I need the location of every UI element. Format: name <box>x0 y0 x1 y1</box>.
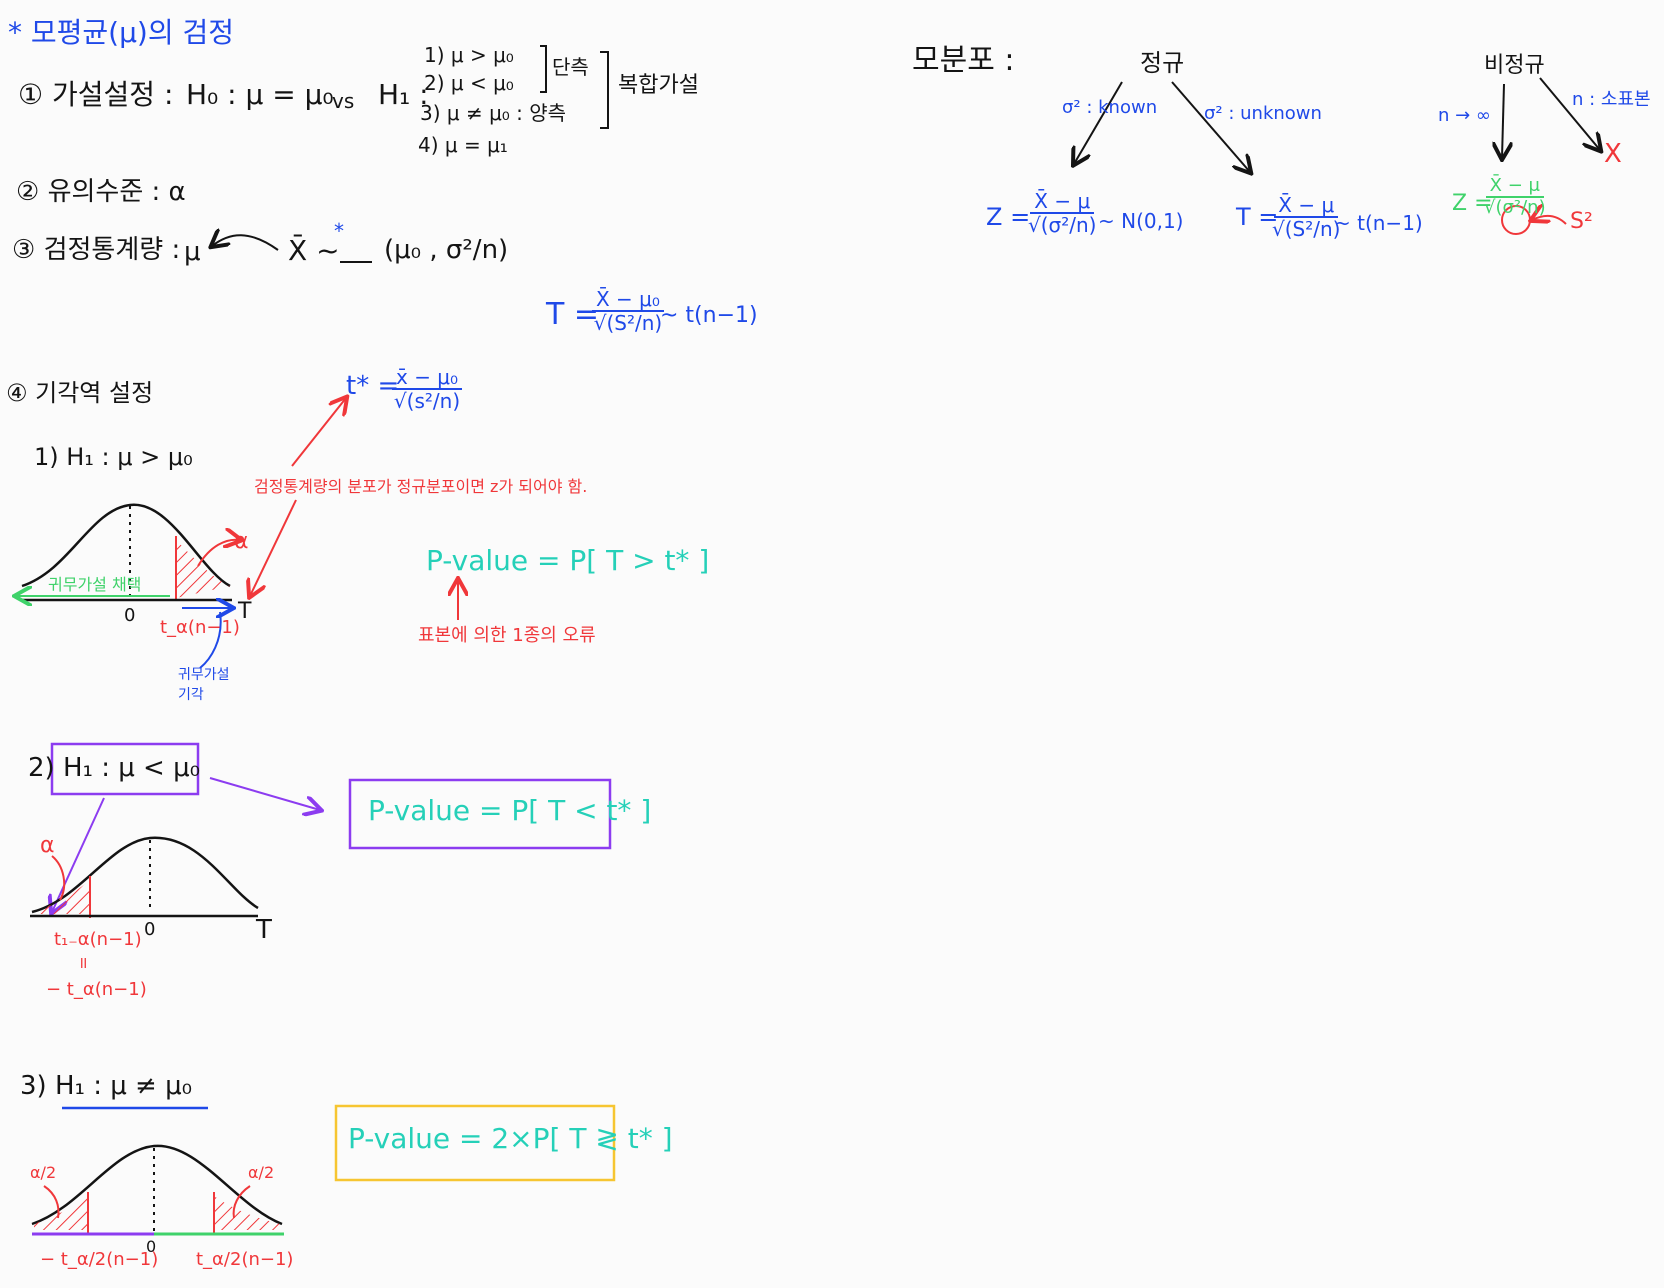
step1-label: ① 가설설정 : <box>18 78 174 111</box>
t-formula-dist: ~ t(n−1) <box>1334 211 1423 235</box>
case3-zero: 0 <box>146 1237 157 1256</box>
z-formula-fraction: X̄ − μ√(σ²/n) <box>1028 190 1096 236</box>
case2-label-box <box>50 742 200 796</box>
t-stat-dist: ~ t(n−1) <box>660 303 758 328</box>
tstar-denominator: √(s²/n) <box>393 389 461 413</box>
case2-label: 2) H₁ : μ < μ₀ <box>28 753 201 783</box>
population-label: 모분포 : <box>912 43 1015 78</box>
not-applicable-mark: X <box>1604 139 1622 169</box>
case2-zero: 0 <box>144 919 156 940</box>
t-formula-fraction: X̄ − μ√(S²/n) <box>1272 194 1340 240</box>
case3-pvalue: P-value = 2×P[ T ≷ t* ] <box>348 1122 673 1155</box>
one-sided-bracket <box>540 45 547 93</box>
case3-alpha-right: α/2 <box>248 1163 275 1182</box>
t-stat-denominator: √(S²/n) <box>593 311 663 335</box>
sigma-unknown-label: σ² : unknown <box>1204 103 1322 124</box>
composite-bracket <box>600 51 609 129</box>
h1-option-1: 1) μ > μ₀ <box>424 43 514 67</box>
small-sample-label: n : 소표본 <box>1572 89 1651 110</box>
t-stat-fraction: X̄ − μ₀√(S²/n) <box>592 288 664 334</box>
case1-accept-region: 귀무가설 채택 <box>48 575 142 594</box>
z-large-sample-numerator: X̄ − μ <box>1485 176 1544 198</box>
h1-option-3: 3) μ ≠ μ₀ : 양측 <box>420 101 567 125</box>
type1-error-note: 표본에 의한 1종의 오류 <box>418 625 596 646</box>
h1-option-2: 2) μ < μ₀ <box>424 71 514 95</box>
sample-variance-label: S² <box>1570 209 1593 234</box>
case3-curve <box>31 1144 284 1236</box>
case2-pvalue-box <box>348 778 612 850</box>
case1-zero: 0 <box>124 605 136 626</box>
tstar-numerator: x̄ − μ₀ <box>392 366 463 390</box>
case1-axis-label: T <box>238 599 252 624</box>
tstar-fraction: x̄ − μ₀√(s²/n) <box>392 366 463 413</box>
case3-critical-left: − t_α/2(n−1) <box>40 1249 159 1270</box>
case3-alpha-left: α/2 <box>30 1163 57 1182</box>
case2-critical-value-neg: − t_α(n−1) <box>46 979 147 1000</box>
case1-pvalue: P-value = P[ T > t* ] <box>426 544 710 577</box>
mu-symbol: μ <box>184 237 201 267</box>
t-formula-lhs: T = <box>1236 203 1279 231</box>
t-formula-denominator: √(S²/n) <box>1272 217 1341 241</box>
t-formula-numerator: X̄ − μ <box>1274 194 1339 218</box>
case2-alpha: α <box>40 833 55 858</box>
null-hypothesis: H₀ : μ = μ₀ <box>186 78 334 111</box>
case2-axis-label: T <box>256 915 272 945</box>
alt-hypothesis-prefix: H₁ : <box>378 78 429 111</box>
z-large-sample-fraction: X̄ − μ√(σ²/n) <box>1484 176 1546 218</box>
z-formula-lhs: Z = <box>986 203 1031 231</box>
normal-branch: 정규 <box>1140 49 1185 77</box>
step3-label: ③ 검정통계량 : <box>12 235 181 265</box>
case2-curve <box>30 836 259 918</box>
n-infinity-label: n → ∞ <box>1438 105 1491 126</box>
z-large-sample-lhs: Z = <box>1452 191 1493 216</box>
step2-label: ② 유의수준 : α <box>16 177 186 207</box>
one-sided-label: 단측 <box>552 55 589 79</box>
case1-curve <box>16 503 240 669</box>
dist-params: (μ₀ , σ²/n) <box>384 235 509 265</box>
t-stat-numerator: X̄ − μ₀ <box>592 288 664 312</box>
case1-label: 1) H₁ : μ > μ₀ <box>34 443 193 471</box>
tstar-lhs: t* = <box>346 371 400 401</box>
nonnormal-branch: 비정규 <box>1484 53 1545 78</box>
case2-equals-mark: ॥ <box>78 953 88 972</box>
z-formula-denominator: √(σ²/n) <box>1028 213 1097 237</box>
step4-label: ④ 기각역 설정 <box>6 379 154 407</box>
h1-option-4: 4) μ = μ₁ <box>418 133 508 157</box>
case3-pvalue-box <box>334 1104 616 1182</box>
case1-critical-value: t_α(n−1) <box>160 617 240 638</box>
unknown-dist-star: * <box>334 219 344 243</box>
page-title: * 모평균(μ)의 검정 <box>8 16 235 49</box>
case1-reject-label: 귀무가설 <box>178 667 230 683</box>
z-formula-numerator: X̄ − μ <box>1030 190 1095 214</box>
case2-pvalue: P-value = P[ T < t* ] <box>368 794 652 827</box>
sigma-known-label: σ² : known <box>1062 97 1158 118</box>
case1-reject-label-2: 기각 <box>178 687 204 703</box>
xbar-distribution: X̄ ~ <box>288 234 340 267</box>
case1-alpha: α <box>234 529 249 554</box>
estimate-arrow <box>212 235 279 251</box>
case3-critical-right: t_α/2(n−1) <box>196 1249 294 1270</box>
z-large-sample-denominator: √(σ²/n) <box>1484 196 1546 218</box>
z-formula-dist: ~ N(0,1) <box>1098 209 1184 233</box>
normal-z-note: 검정통계량의 분포가 정규분포이면 z가 되어야 함. <box>254 477 588 496</box>
vs-text: vs <box>332 89 355 113</box>
composite-label: 복합가설 <box>618 73 699 98</box>
t-stat-lhs: T = <box>546 297 599 332</box>
case3-label: 3) H₁ : μ ≠ μ₀ <box>20 1071 193 1101</box>
case2-critical-value: t₁₋α(n−1) <box>54 929 142 950</box>
